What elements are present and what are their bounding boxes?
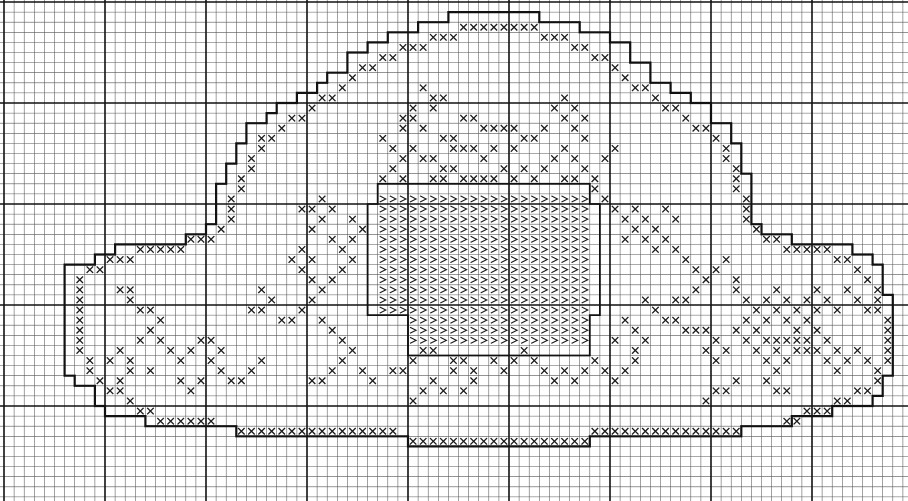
cross-stitch-chart	[0, 0, 908, 501]
